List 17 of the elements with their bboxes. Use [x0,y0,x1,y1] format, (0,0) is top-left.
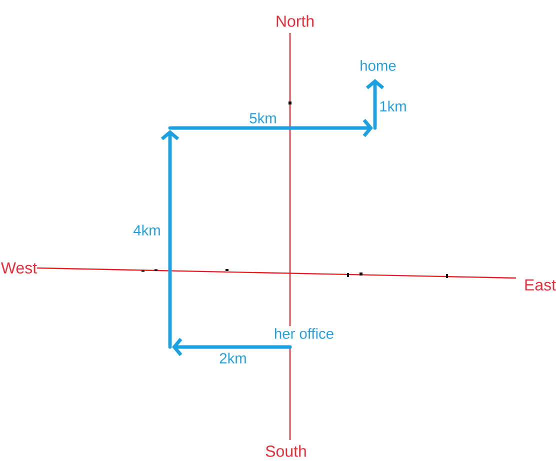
edge-label: 1km [378,99,408,113]
place-label: her office [272,326,336,347]
direction-label: North [276,15,314,27]
direction-label: West [1,262,37,274]
edge-label: 4km [132,223,162,237]
edge-label: 2km [218,351,248,365]
direction-label: East [525,279,556,291]
route-corner [168,345,172,349]
arrow [172,338,292,356]
route-corner [373,126,377,130]
arrow [366,79,384,128]
route-corner [168,126,172,130]
arrow [160,130,180,347]
place-label: home [358,58,398,79]
arrow [170,118,373,138]
edge-label: 5km [248,111,278,125]
direction-label: South [266,445,306,457]
